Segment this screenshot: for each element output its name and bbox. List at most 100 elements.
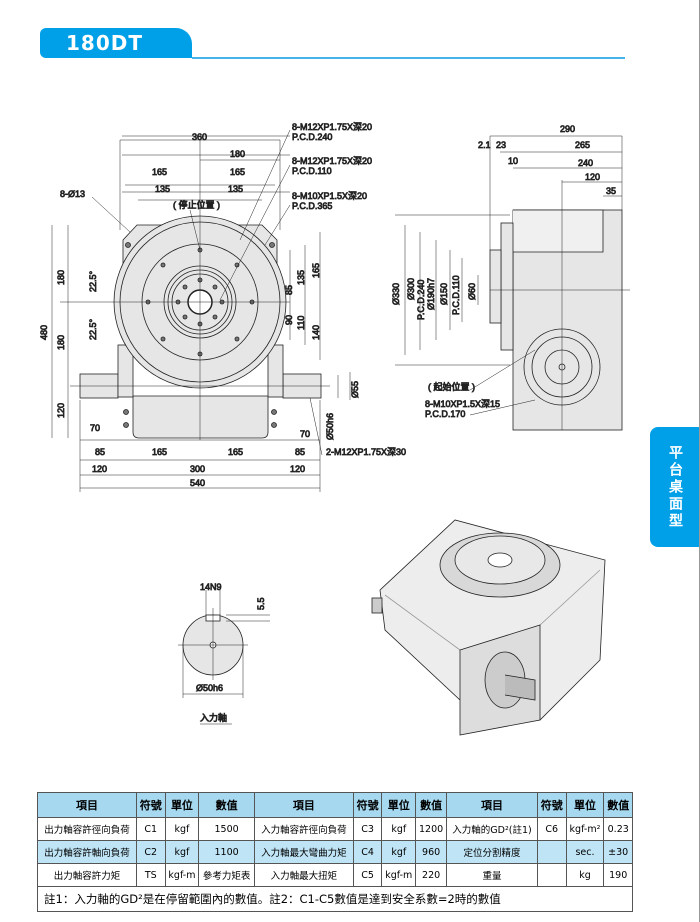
label: 180 xyxy=(230,149,245,159)
label: 項目 xyxy=(37,792,137,818)
label: 360 xyxy=(192,132,207,142)
model-title: 180DT xyxy=(40,28,192,58)
label: 1100 xyxy=(198,840,255,864)
label: 0.23 xyxy=(603,817,633,841)
label: 165 xyxy=(230,167,245,177)
label: 85 xyxy=(295,447,305,457)
label: C6 xyxy=(537,817,567,841)
label: 入力軸最大扭矩 xyxy=(253,863,354,887)
label: 出力軸容許徑向負荷 xyxy=(37,817,137,841)
label: kgf-m xyxy=(381,863,417,887)
label: ( 停止位置 ) xyxy=(173,199,220,210)
label: C4 xyxy=(352,840,383,864)
label: 2-M12XP1.75X深30 xyxy=(326,447,406,457)
label: Ø190h7 xyxy=(426,278,436,310)
label: 符號 xyxy=(537,792,567,818)
label: 120 xyxy=(290,464,305,474)
label: 重量 xyxy=(446,863,539,887)
label: 入力軸容許徑向負荷 xyxy=(253,817,354,841)
label: 定位分割精度 xyxy=(446,840,539,864)
label: 入力軸的GD²(註1) xyxy=(446,817,539,841)
isometric-view xyxy=(371,519,606,736)
label: 165 xyxy=(311,263,321,278)
label: 110 xyxy=(296,316,306,330)
label: Ø55 xyxy=(350,381,360,398)
label: 180 xyxy=(56,335,66,350)
label: ±30 xyxy=(603,840,633,864)
table-note: 註1：入力軸的GD²是在停留範圍內的數值。註2：C1-C5數值是達到安全系數=2… xyxy=(37,886,633,912)
label: 項目 xyxy=(253,792,354,818)
label: kgf-m xyxy=(164,863,200,887)
label: 23 xyxy=(496,140,506,150)
label: 190 xyxy=(603,863,633,887)
label: 數值 xyxy=(198,792,255,818)
label: 85 xyxy=(95,447,105,457)
label: 290 xyxy=(560,124,575,134)
label: C3 xyxy=(352,817,383,841)
label: 165 xyxy=(228,447,243,457)
label: 220 xyxy=(415,863,448,887)
technical-drawings: 360 180 165 165 135 135 8-M12XP1.75X深20 … xyxy=(39,122,630,736)
label: kgf xyxy=(381,817,417,841)
label xyxy=(537,863,567,887)
label: 140 xyxy=(311,325,321,340)
label: 120 xyxy=(56,403,66,418)
label xyxy=(537,840,567,864)
input-shaft-section: 14N9 5.5 Ø50h6 入力軸 xyxy=(178,582,270,725)
label: 180 xyxy=(56,270,66,285)
label: 85 xyxy=(284,285,294,295)
label: 8-M10XP1.5X深15 xyxy=(425,399,500,409)
label: 265 xyxy=(575,140,590,150)
label: 1500 xyxy=(198,817,255,841)
label: P.C.D.365 xyxy=(292,201,332,211)
label: 8-M12XP1.75X深20 xyxy=(292,122,372,132)
label: 項目 xyxy=(446,792,539,818)
label: 22.5° xyxy=(88,270,98,292)
label: kgf xyxy=(164,817,200,841)
label: 8-Ø13 xyxy=(60,189,85,199)
label: TS xyxy=(136,863,166,887)
table-note-row: 註1：入力軸的GD²是在停留範圍內的數值。註2：C1-C5數值是達到安全系數=2… xyxy=(37,886,633,912)
label: 90 xyxy=(284,315,294,325)
label: 8-M10XP1.5X深20 xyxy=(292,191,367,201)
label: kgf xyxy=(381,840,417,864)
label: 165 xyxy=(152,167,167,177)
label: 入力軸 xyxy=(200,712,227,723)
label: kgf-m² xyxy=(565,817,605,841)
label: Ø150 xyxy=(439,283,449,305)
label: 135 xyxy=(155,184,170,194)
label: C1 xyxy=(136,817,166,841)
side-view-drawing: 290 2.1 23 265 10 240 120 35 Ø330 Ø300 P… xyxy=(391,124,630,431)
label: 10 xyxy=(508,156,518,166)
label: P.C.D.110 xyxy=(451,275,461,315)
label: 135 xyxy=(296,270,306,285)
label: ( 起始位置 ) xyxy=(428,381,475,392)
label: Ø330 xyxy=(391,283,401,305)
label: 240 xyxy=(578,158,593,168)
label: 出力軸容許力矩 xyxy=(37,863,137,887)
label: C5 xyxy=(352,863,383,887)
label: 70 xyxy=(300,429,310,439)
label: Ø50h6 xyxy=(325,413,335,440)
label: 480 xyxy=(39,325,49,340)
label: P.C.D.110 xyxy=(292,166,332,176)
label: kgf xyxy=(164,840,200,864)
label: 2.1 xyxy=(478,140,491,150)
header-rule xyxy=(192,57,625,59)
label: 數值 xyxy=(603,792,633,818)
label: 70 xyxy=(90,423,100,433)
label: 單位 xyxy=(565,792,605,818)
label: 單位 xyxy=(164,792,200,818)
label: 5.5 xyxy=(256,597,266,610)
label: Ø50h6 xyxy=(196,683,223,693)
label: 35 xyxy=(606,186,616,196)
label: 出力軸容許軸向負荷 xyxy=(37,840,137,864)
category-side-tab: 平台桌面型 xyxy=(650,427,699,547)
label: C2 xyxy=(136,840,166,864)
label: 135 xyxy=(228,184,243,194)
